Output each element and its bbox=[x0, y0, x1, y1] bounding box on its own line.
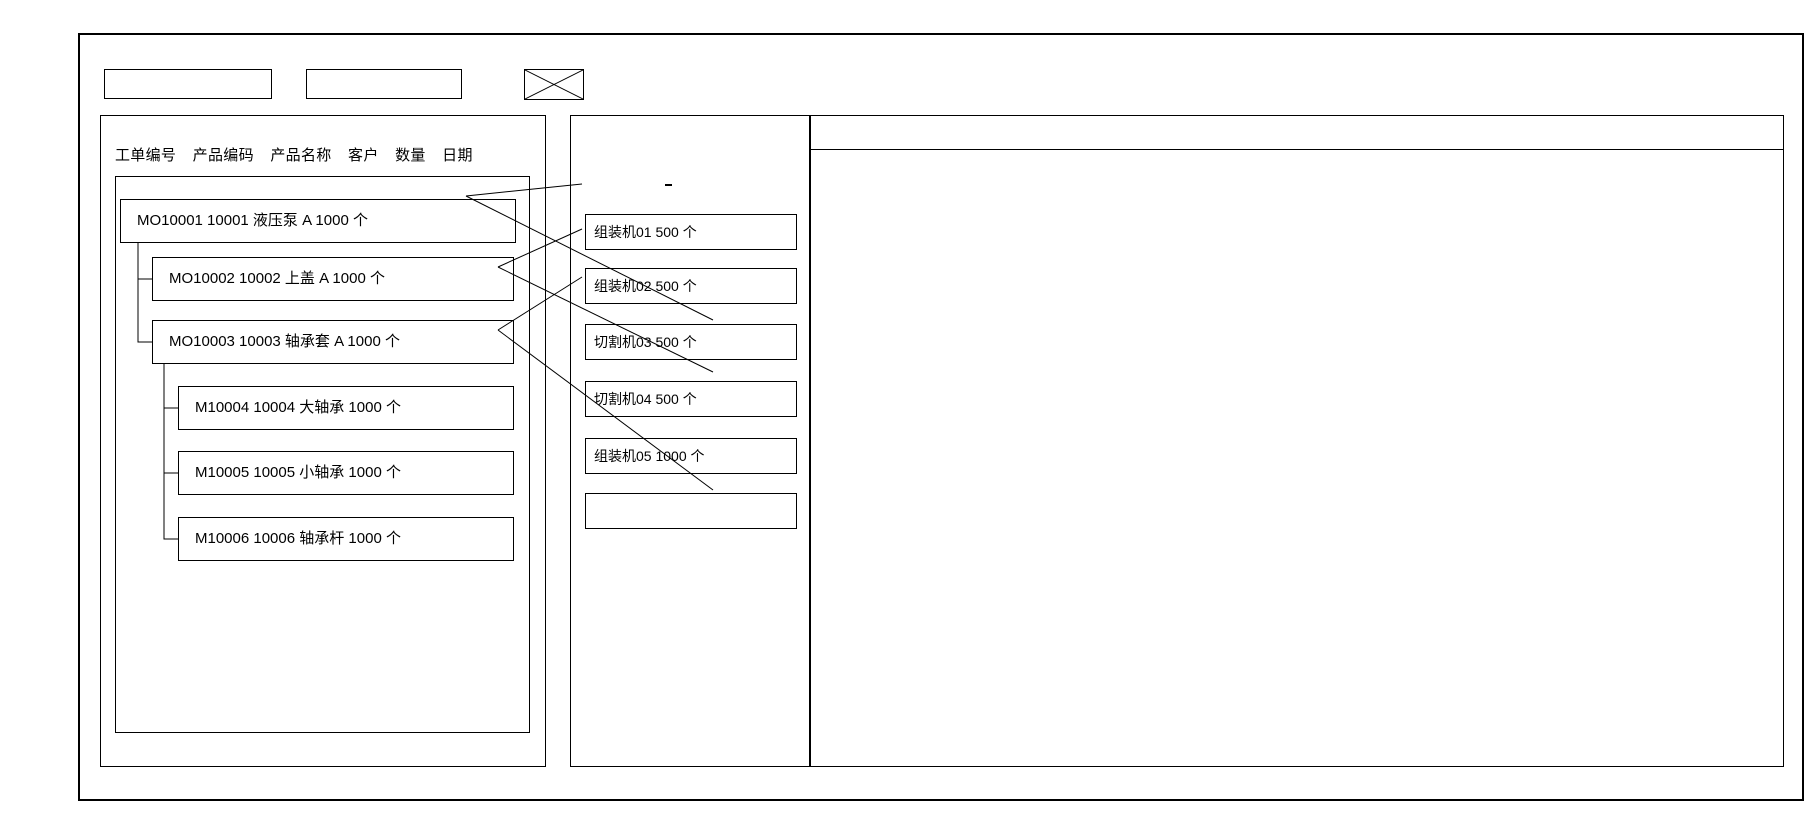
machine-item[interactable]: 组装机05 1000 个 bbox=[585, 438, 797, 474]
column-header-date: 日期 bbox=[442, 147, 473, 164]
tree-row-text: M10006 10006 轴承杆 1000 个 bbox=[195, 530, 401, 547]
machine-item-text: 组装机02 500 个 bbox=[594, 278, 697, 294]
detail-panel-header-divider bbox=[811, 149, 1783, 150]
crossed-box-placeholder-icon[interactable] bbox=[524, 69, 584, 100]
tree-row-text: MO10002 10002 上盖 A 1000 个 bbox=[169, 270, 385, 287]
work-order-tree: MO10001 10001 液压泵 A 1000 个 MO10002 10002… bbox=[115, 176, 530, 733]
tree-row[interactable]: M10005 10005 小轴承 1000 个 bbox=[178, 451, 514, 495]
tree-row[interactable]: MO10003 10003 轴承套 A 1000 个 bbox=[152, 320, 514, 364]
tree-row-text: MO10003 10003 轴承套 A 1000 个 bbox=[169, 333, 400, 350]
machine-item[interactable]: 组装机02 500 个 bbox=[585, 268, 797, 304]
tree-row[interactable]: MO10001 10001 液压泵 A 1000 个 bbox=[120, 199, 516, 243]
tree-row-text: MO10001 10001 液压泵 A 1000 个 bbox=[137, 212, 368, 229]
machine-item-text: 切割机04 500 个 bbox=[594, 391, 697, 407]
toolbar-field-1[interactable] bbox=[104, 69, 272, 99]
tree-row-text: M10004 10004 大轴承 1000 个 bbox=[195, 399, 401, 416]
toolbar-field-2[interactable] bbox=[306, 69, 462, 99]
machine-item[interactable]: 切割机04 500 个 bbox=[585, 381, 797, 417]
tree-row[interactable]: M10004 10004 大轴承 1000 个 bbox=[178, 386, 514, 430]
column-header-qty: 数量 bbox=[395, 147, 426, 164]
machine-item[interactable]: 组装机01 500 个 bbox=[585, 214, 797, 250]
tree-row-text: M10005 10005 小轴承 1000 个 bbox=[195, 464, 401, 481]
tree-row[interactable]: M10006 10006 轴承杆 1000 个 bbox=[178, 517, 514, 561]
machine-panel: 组装机01 500 个 组装机02 500 个 切割机03 500 个 切割机0… bbox=[570, 115, 810, 767]
machine-item-text: 组装机01 500 个 bbox=[594, 224, 697, 240]
dash-marker-icon bbox=[665, 184, 672, 186]
machine-item-empty[interactable] bbox=[585, 493, 797, 529]
machine-item-text: 组装机05 1000 个 bbox=[594, 448, 705, 464]
column-header-product-name: 产品名称 bbox=[270, 147, 332, 164]
machine-item-text: 切割机03 500 个 bbox=[594, 334, 697, 350]
app-window: 工单编号 产品编码 产品名称 客户 数量 日期 MO10001 10001 液压… bbox=[78, 33, 1804, 801]
tree-row[interactable]: MO10002 10002 上盖 A 1000 个 bbox=[152, 257, 514, 301]
work-order-panel: 工单编号 产品编码 产品名称 客户 数量 日期 MO10001 10001 液压… bbox=[100, 115, 546, 767]
column-header-customer: 客户 bbox=[348, 147, 379, 164]
machine-item[interactable]: 切割机03 500 个 bbox=[585, 324, 797, 360]
detail-panel bbox=[810, 115, 1784, 767]
tree-column-headers: 工单编号 产品编码 产品名称 客户 数量 日期 bbox=[115, 144, 473, 165]
column-header-product-code: 产品编码 bbox=[192, 147, 254, 164]
column-header-order-no: 工单编号 bbox=[115, 147, 177, 164]
